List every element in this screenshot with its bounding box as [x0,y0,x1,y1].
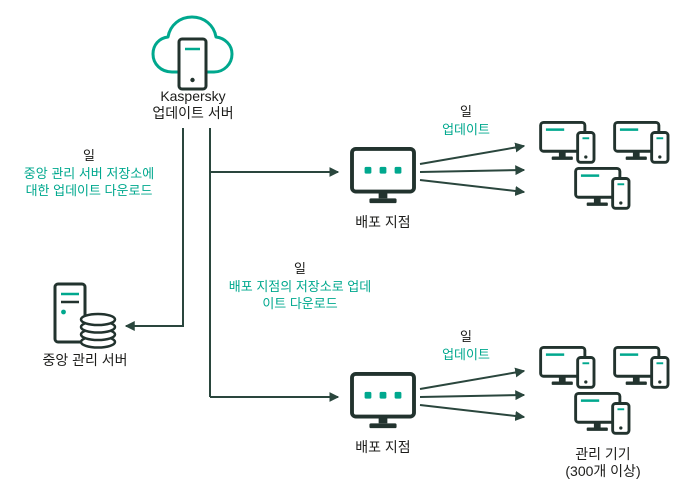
annotation-admin-download-line2: 대한 업데이트 다운로드 [25,183,153,198]
annotation-dp-download-line2: 이트 다운로드 [262,296,338,311]
annotation-admin-download: 일 중앙 관리 서버 저장소에 대한 업데이트 다운로드 [3,147,175,200]
admin-server-node [52,281,118,354]
distribution-point-icon [350,371,416,429]
cloud-server-icon [151,15,234,91]
managed-devices-label: 관리 기기 (300개 이상) [540,446,666,480]
admin-server-icon [53,282,117,349]
managed-device-node [612,345,674,400]
managed-device-icon [539,345,596,389]
managed-device-node [538,120,600,175]
managed-device-icon [539,120,596,164]
update-server-label: Kaspersky 업데이트 서버 [123,88,263,122]
update-server-label-line2: 업데이트 서버 [152,105,234,121]
annotation-update-top-label: 업데이트 [442,121,490,137]
managed-device-node [573,166,635,221]
annotation-admin-download-line1: 중앙 관리 서버 저장소에 [23,165,155,181]
distribution-point-icon [350,146,416,204]
annotation-update-bottom: 일 업데이트 [426,328,506,363]
annotation-dp-download: 일 배포 지점의 저장소로 업데 이트 다운로드 [212,260,388,313]
annotation-admin-download-day: 일 [83,148,95,163]
update-server-label-line1: Kaspersky [160,88,226,104]
managed-devices-label-line2: (300개 이상) [565,463,641,479]
managed-device-icon [574,391,631,435]
distribution-point-bottom-node [349,371,417,438]
annotation-update-bottom-day: 일 [460,329,472,344]
distribution-point-top-label: 배포 지점 [355,214,411,230]
managed-device-icon [613,120,670,164]
annotation-dp-download-day: 일 [294,261,306,276]
managed-device-icon [613,345,670,389]
managed-device-node [538,345,600,400]
managed-device-node [612,120,674,175]
annotation-update-top-day: 일 [460,104,472,119]
annotation-update-top: 일 업데이트 [426,103,506,138]
admin-server-label: 중앙 관리 서버 [42,352,128,368]
managed-device-icon [574,166,631,210]
annotation-dp-download-line1: 배포 지점의 저장소로 업데 [228,278,372,294]
managed-devices-label-line1: 관리 기기 [575,446,631,462]
update-server-node [148,12,238,99]
managed-device-node [573,391,635,446]
distribution-point-top-node [349,146,417,213]
annotation-update-bottom-label: 업데이트 [442,346,490,362]
distribution-point-bottom-label: 배포 지점 [355,439,411,455]
